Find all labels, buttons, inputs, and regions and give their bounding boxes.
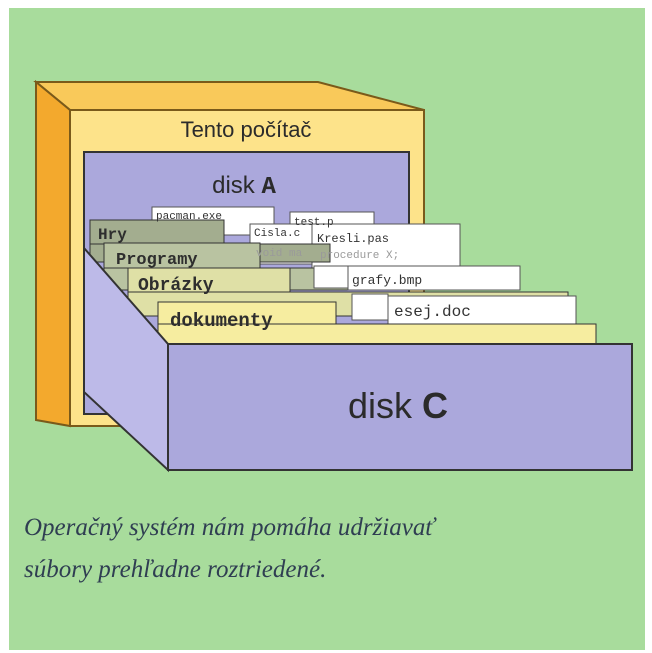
file-card-grafy bbox=[347, 265, 521, 291]
folder-label-obrazky: Obrázky bbox=[138, 276, 214, 296]
file-label-procedure: procedure X; bbox=[320, 250, 399, 262]
cabinet-label: Tento počítač bbox=[181, 117, 312, 142]
file-card-kresli bbox=[311, 223, 461, 269]
folder-label-hry: Hry bbox=[98, 226, 127, 244]
file-label-void-main: void ma bbox=[256, 248, 303, 260]
file-card-esej bbox=[387, 295, 577, 325]
file-card-blank-2 bbox=[351, 293, 389, 321]
file-label-test: test.p bbox=[294, 217, 334, 229]
file-label-esej: esej.doc bbox=[394, 303, 471, 321]
folder-label-programy: Programy bbox=[116, 251, 198, 270]
caption-line-1: Operačný systém nám pomáha udržiavať bbox=[24, 514, 435, 541]
folder-label-dokumenty: dokumenty bbox=[170, 310, 273, 332]
file-label-cisla: Cisla.c bbox=[254, 228, 300, 240]
caption-line-2: súbory prehľadne roztriedené. bbox=[24, 556, 327, 583]
cabinet-top bbox=[33, 81, 425, 111]
file-label-kresli: Kresli.pas bbox=[317, 232, 389, 246]
cabinet-side bbox=[35, 79, 71, 428]
file-label-pacman: pacman.exe bbox=[156, 211, 222, 223]
disk-c-label: disk C bbox=[348, 385, 448, 426]
file-label-grafy: grafy.bmp bbox=[352, 273, 422, 288]
file-card-blank-1 bbox=[313, 265, 349, 289]
disk-a-label: disk A bbox=[212, 172, 276, 201]
disk-c-drawer-front bbox=[167, 343, 633, 471]
